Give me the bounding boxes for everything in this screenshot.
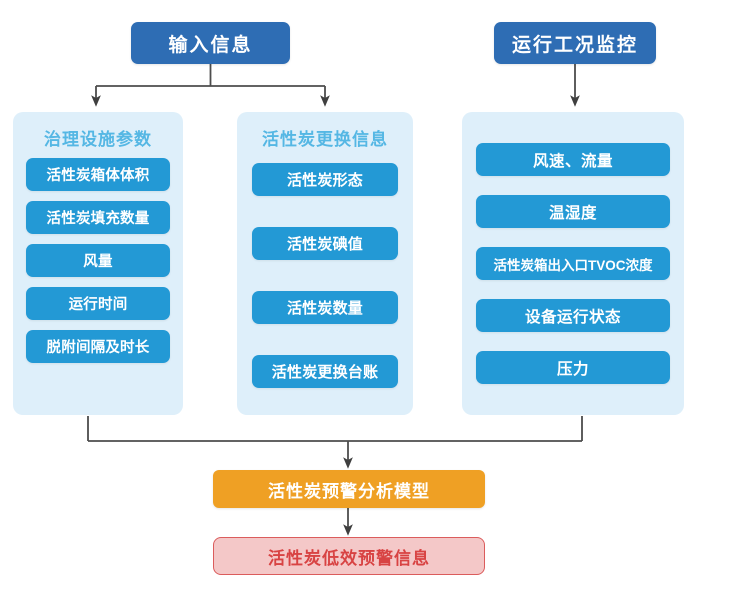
panel-operating-condition-monitoring: 风速、流量 温湿度 活性炭箱出入口TVOC浓度 设备运行状态 压力 (462, 112, 684, 415)
item-carbon-form[interactable]: 活性炭形态 (252, 163, 398, 196)
node-warning-analysis-model[interactable]: 活性炭预警分析模型 (213, 470, 485, 508)
item-desorption-interval[interactable]: 脱附间隔及时长 (26, 330, 170, 363)
connector-panels-merge (87, 416, 583, 469)
node-low-efficiency-warning-info[interactable]: 活性炭低效预警信息 (213, 537, 485, 575)
panel-title-treatment-facility-parameters: 治理设施参数 (44, 130, 152, 149)
panel-treatment-facility-parameters: 治理设施参数 活性炭箱体体积 活性炭填充数量 风量 运行时间 脱附间隔及时长 (13, 112, 183, 415)
item-carbon-replacement-ledger[interactable]: 活性炭更换台账 (252, 355, 398, 388)
panel-title-carbon-replacement-info: 活性炭更换信息 (262, 130, 388, 149)
item-equipment-running-status[interactable]: 设备运行状态 (476, 299, 670, 332)
panel-items-operating-condition-monitoring: 风速、流量 温湿度 活性炭箱出入口TVOC浓度 设备运行状态 压力 (462, 143, 684, 403)
item-temperature-humidity[interactable]: 温湿度 (476, 195, 670, 228)
item-carbon-fill-quantity[interactable]: 活性炭填充数量 (26, 201, 170, 234)
item-carbon-quantity[interactable]: 活性炭数量 (252, 291, 398, 324)
item-air-volume[interactable]: 风量 (26, 244, 170, 277)
item-carbon-box-volume[interactable]: 活性炭箱体体积 (26, 158, 170, 191)
panel-items-treatment-facility-parameters: 活性炭箱体体积 活性炭填充数量 风量 运行时间 脱附间隔及时长 (13, 158, 183, 373)
item-wind-speed-flow[interactable]: 风速、流量 (476, 143, 670, 176)
item-pressure[interactable]: 压力 (476, 351, 670, 384)
node-operating-condition-monitoring[interactable]: 运行工况监控 (494, 22, 656, 64)
item-tvoc-concentration[interactable]: 活性炭箱出入口TVOC浓度 (476, 247, 670, 280)
panel-carbon-replacement-info: 活性炭更换信息 活性炭形态 活性炭碘值 活性炭数量 活性炭更换台账 (237, 112, 413, 415)
connector-input-branch (91, 64, 330, 107)
item-operating-time[interactable]: 运行时间 (26, 287, 170, 320)
panel-items-carbon-replacement-info: 活性炭形态 活性炭碘值 活性炭数量 活性炭更换台账 (237, 163, 413, 419)
item-carbon-iodine-value[interactable]: 活性炭碘值 (252, 227, 398, 260)
node-input-info[interactable]: 输入信息 (131, 22, 290, 64)
